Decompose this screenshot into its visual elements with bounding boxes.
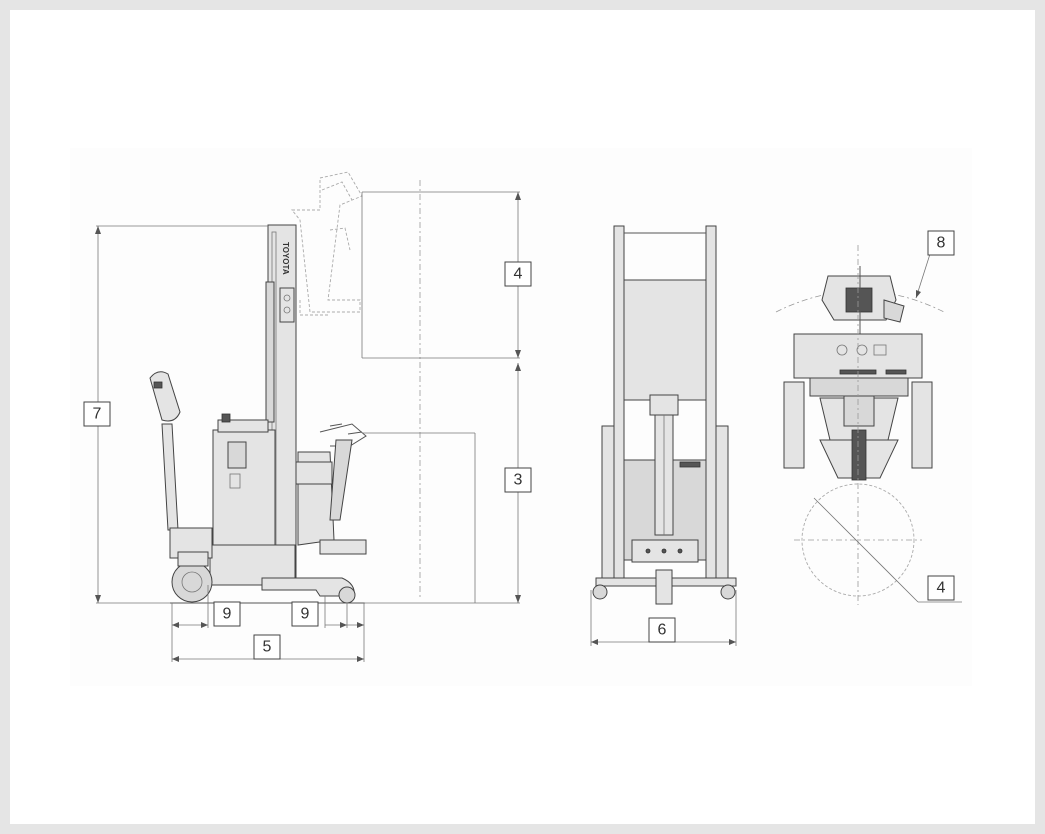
front-leg-left: [601, 425, 615, 579]
front-drive-wheel: [655, 569, 673, 605]
top-mast: [809, 377, 909, 397]
dimension-4-top-box: [504, 261, 532, 287]
dimension-8-label: 8: [937, 235, 946, 252]
front-leg-right: [715, 425, 729, 579]
mast-panel: [279, 287, 295, 323]
dimension-9-left-box: [213, 601, 241, 627]
brand-logo: TOYOTA: [281, 242, 290, 275]
drawing-panel: [70, 148, 972, 686]
fork-arm: [319, 539, 367, 555]
dimension-4-circle-box: [927, 575, 955, 601]
raised-mast-ghost: [291, 171, 363, 316]
dimension-3-box: [504, 467, 532, 493]
dimension-7-box: [83, 401, 111, 427]
dimension-9-right-label: 9: [301, 606, 310, 623]
load-wheel: [338, 586, 356, 604]
front-mast-panel: [623, 279, 707, 401]
display-panel: [227, 441, 247, 469]
front-mast-right: [705, 225, 717, 587]
base-leg: [261, 577, 355, 597]
dimension-7-label: 7: [93, 406, 102, 423]
carriage: [295, 423, 367, 555]
top-leg-right: [911, 381, 933, 469]
top-leg-left: [783, 381, 805, 469]
mast-rail: [265, 281, 275, 423]
dimension-9-left-label: 9: [223, 606, 232, 623]
drive-wheel: [171, 561, 213, 603]
dimension-8-box: [927, 230, 955, 256]
dimension-6-box: [648, 617, 676, 643]
front-mast-left: [613, 225, 625, 587]
top-view: 4 8: [775, 230, 962, 605]
dimension-5-box: [253, 634, 281, 660]
dimension-4-top-label: 4: [514, 266, 523, 283]
front-cylinder-top: [649, 394, 679, 416]
dimension-6-label: 6: [658, 622, 667, 639]
dimension-5-label: 5: [263, 639, 272, 656]
dimension-3-label: 3: [514, 472, 523, 489]
dimension-9-right-box: [291, 601, 319, 627]
key-switch: [221, 413, 231, 423]
side-view: TOYOTA: [83, 171, 532, 662]
dimension-4-circle-label: 4: [937, 580, 946, 597]
front-view: 6: [590, 225, 737, 646]
